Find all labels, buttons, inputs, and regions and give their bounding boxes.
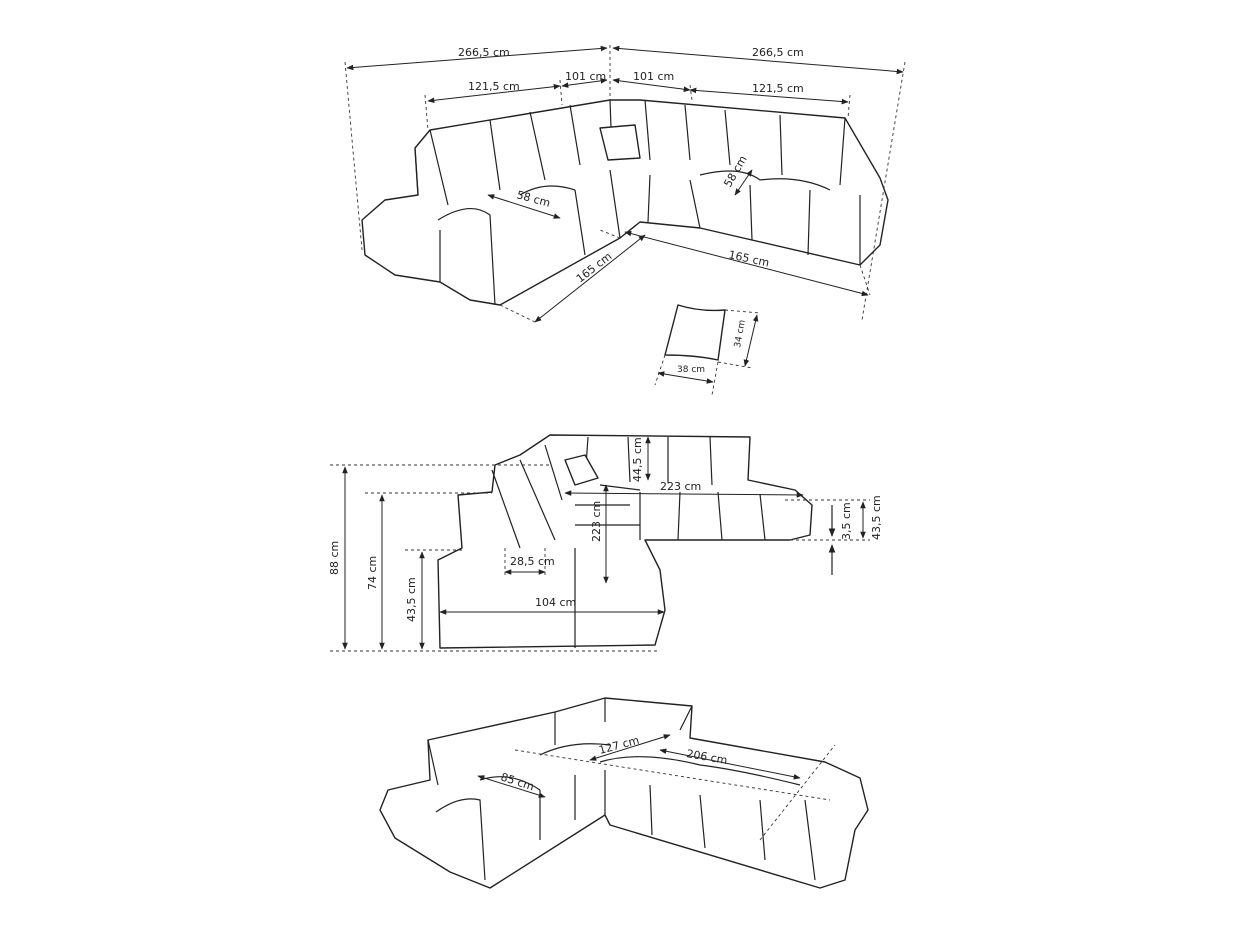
dim-seat-height-right: 43,5 cm	[870, 495, 883, 540]
dim-depth-vertical: 223 cm	[590, 501, 603, 542]
pillow-detail: 34 cm 38 cm	[654, 304, 761, 396]
dim-back-right: 121,5 cm	[752, 82, 804, 95]
dim-armrest: 28,5 cm	[510, 555, 555, 568]
dim-width-right: 266,5 cm	[752, 46, 804, 59]
dim-pillow-height: 34 cm	[733, 319, 748, 348]
side-view-sofa	[437, 434, 813, 649]
dim-seat-height-left: 43,5 cm	[405, 577, 418, 622]
dim-depth-horizontal: 223 cm	[660, 480, 701, 493]
dim-leg-height: 3,5 cm	[840, 502, 853, 540]
pillow-side	[564, 454, 599, 486]
dim-total-height: 88 cm	[328, 541, 341, 575]
dim-chaise-width: 104 cm	[535, 596, 576, 609]
top-view-sofa	[361, 99, 889, 306]
top-view-dimension-lines	[344, 45, 906, 323]
dim-corner-left: 101 cm	[565, 70, 606, 83]
dim-back-cushion: 44,5 cm	[631, 437, 644, 482]
side-view-labels: 88 cm 74 cm 43,5 cm 44,5 cm 223 cm 223 c…	[328, 437, 883, 622]
dim-pillow-width: 38 cm	[677, 365, 705, 375]
pillow-on-sofa	[599, 124, 641, 161]
dim-width-left: 266,5 cm	[458, 46, 510, 59]
dim-length-right: 165 cm	[727, 248, 770, 269]
side-view-dimension-lines	[330, 436, 870, 652]
bed-view-dimension-lines	[477, 734, 836, 841]
bed-view-sofa	[379, 697, 869, 889]
dim-back-height: 74 cm	[366, 556, 379, 590]
dim-back-left: 121,5 cm	[468, 80, 520, 93]
dim-corner-right: 101 cm	[633, 70, 674, 83]
